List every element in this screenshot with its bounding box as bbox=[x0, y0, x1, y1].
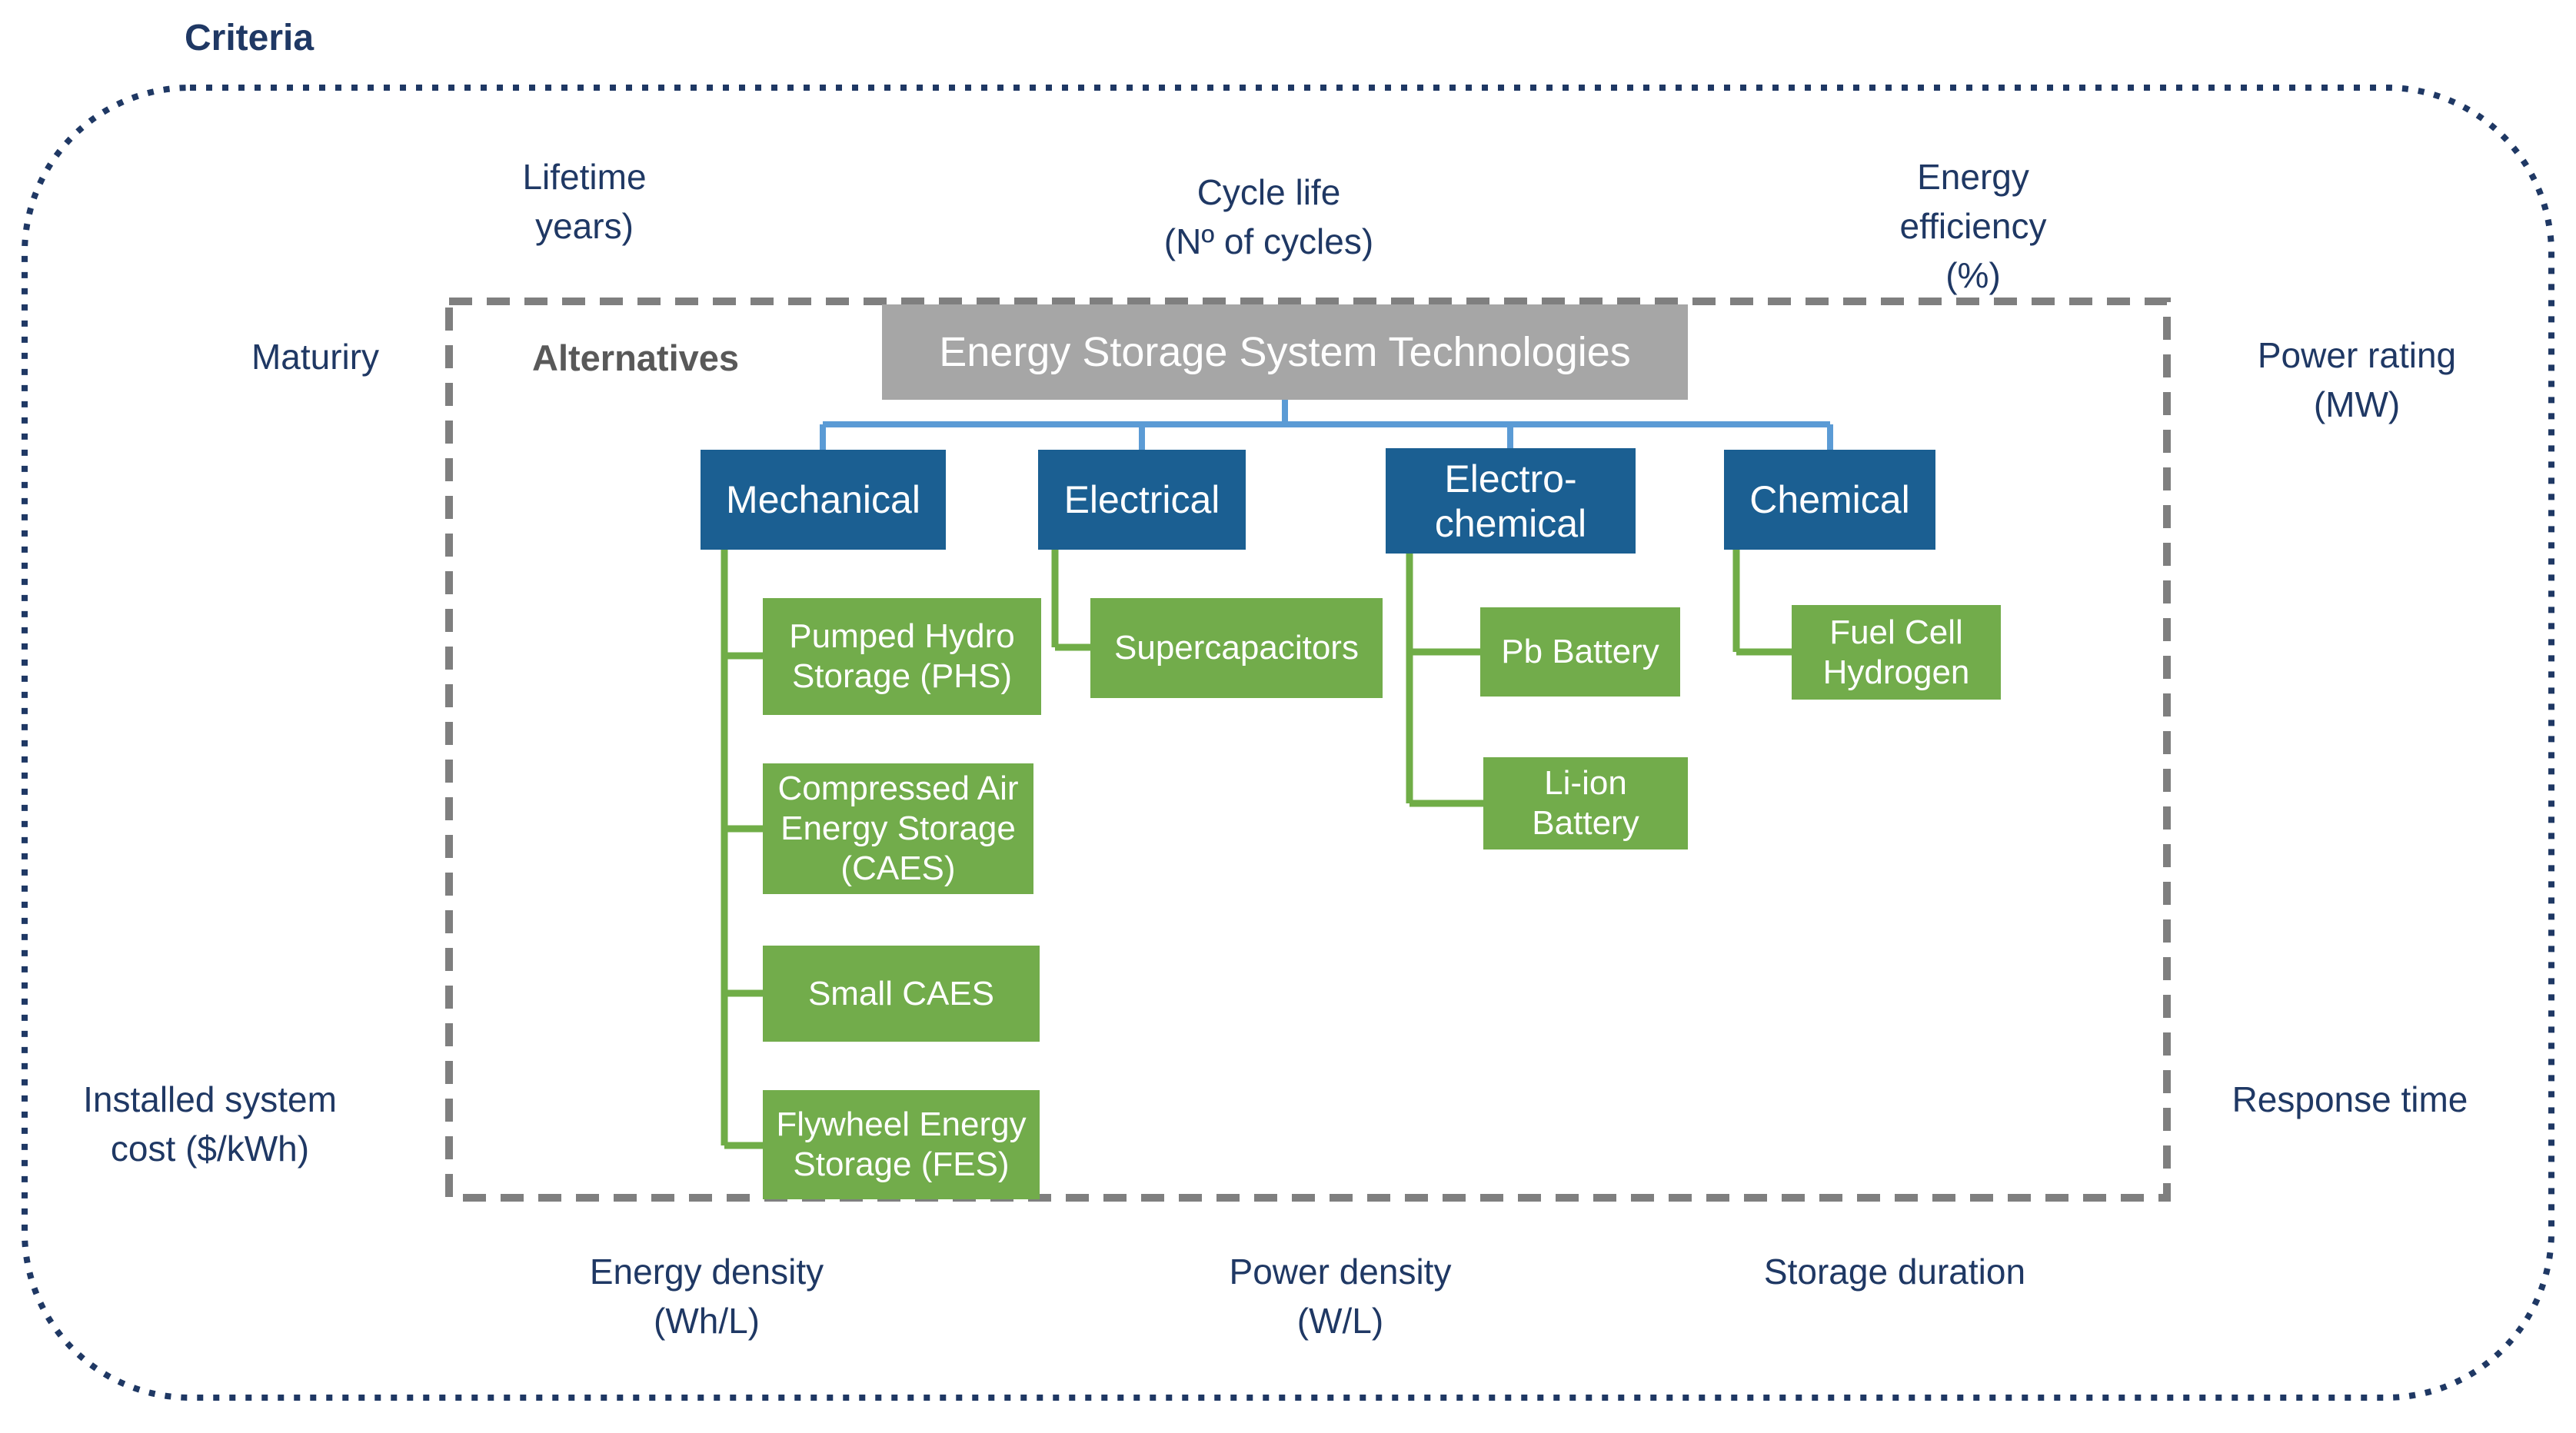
tech-box-fuel-cell-hydrogen: Fuel Cell Hydrogen bbox=[1792, 605, 2001, 700]
inner-dashed-border bbox=[445, 298, 2171, 1202]
alternatives-title: Alternatives bbox=[532, 337, 740, 378]
chemical-branch-connector bbox=[1732, 550, 1792, 656]
category-box-chemical: Chemical bbox=[1724, 450, 1935, 550]
criteria-label-installed-cost: Installed system cost ($/kWh) bbox=[83, 1079, 337, 1169]
mechanical-branch-connector bbox=[721, 550, 763, 1149]
criteria-title: Criteria bbox=[185, 18, 315, 58]
criteria-label-energy-density: Energy density (Wh/L) bbox=[589, 1252, 824, 1341]
tech-box-flywheel-energy-storage: Flywheel Energy Storage (FES) bbox=[763, 1090, 1040, 1199]
criteria-label-response-time: Response time bbox=[2232, 1079, 2468, 1119]
root-box-energy-storage-technologies: Energy Storage System Technologies bbox=[882, 304, 1688, 400]
tech-box-supercapacitors: Supercapacitors bbox=[1090, 598, 1383, 698]
criteria-label-power-rating: Power rating (MW) bbox=[2257, 335, 2457, 424]
category-box-electrical: Electrical bbox=[1038, 450, 1246, 550]
tech-box-pb-battery: Pb Battery bbox=[1480, 607, 1680, 697]
category-box-mechanical: Mechanical bbox=[701, 450, 946, 550]
tech-box-compressed-air-energy-storage: Compressed Air Energy Storage (CAES) bbox=[763, 763, 1033, 894]
criteria-label-power-density: Power density (W/L) bbox=[1229, 1252, 1452, 1341]
electrochemical-branch-connector bbox=[1406, 554, 1483, 807]
root-to-categories-connector bbox=[820, 400, 1833, 450]
criteria-label-maturity: Maturiry bbox=[251, 337, 380, 377]
outer-dotted-border bbox=[22, 85, 2554, 1401]
criteria-label-lifetime: Lifetime years) bbox=[522, 157, 647, 246]
criteria-label-cycle-life: Cycle life (Nº of cycles) bbox=[1163, 172, 1374, 261]
category-box-electrochemical: Electro- chemical bbox=[1386, 448, 1636, 554]
electrical-branch-connector bbox=[1051, 550, 1090, 651]
tech-box-pumped-hydro-storage: Pumped Hydro Storage (PHS) bbox=[763, 598, 1041, 715]
criteria-label-storage-duration: Storage duration bbox=[1763, 1252, 2026, 1292]
tech-box-li-ion-battery: Li-ion Battery bbox=[1483, 757, 1688, 849]
tech-box-small-caes: Small CAES bbox=[763, 946, 1040, 1042]
criteria-label-energy-efficiency: Energy efficiency (%) bbox=[1899, 157, 2047, 295]
